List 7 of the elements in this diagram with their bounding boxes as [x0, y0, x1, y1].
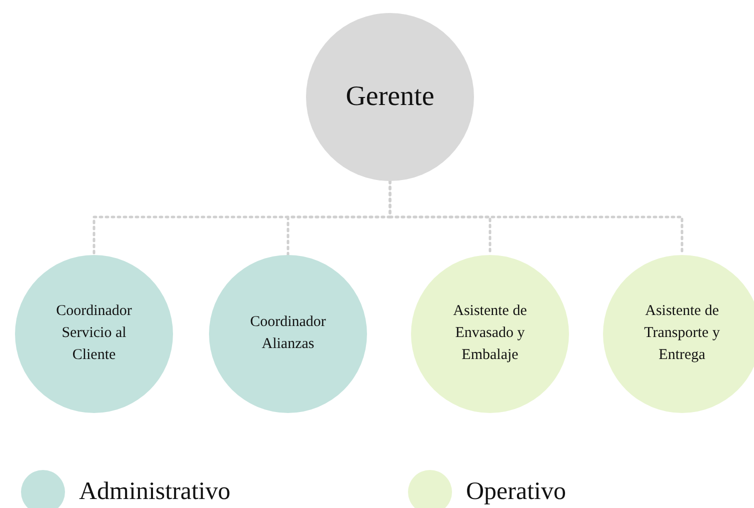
legend-label: Administrativo: [79, 478, 230, 506]
role-label: Coordinador Alianzas: [249, 313, 327, 354]
role-label: Gerente: [344, 80, 436, 114]
role-label: Asistente de Transporte y Entrega: [643, 302, 721, 365]
legend-label: Operativo: [466, 478, 566, 506]
role-label: Asistente de Envasado y Embalaje: [452, 302, 528, 365]
role-label: Coordinador Servicio al Cliente: [55, 302, 133, 365]
